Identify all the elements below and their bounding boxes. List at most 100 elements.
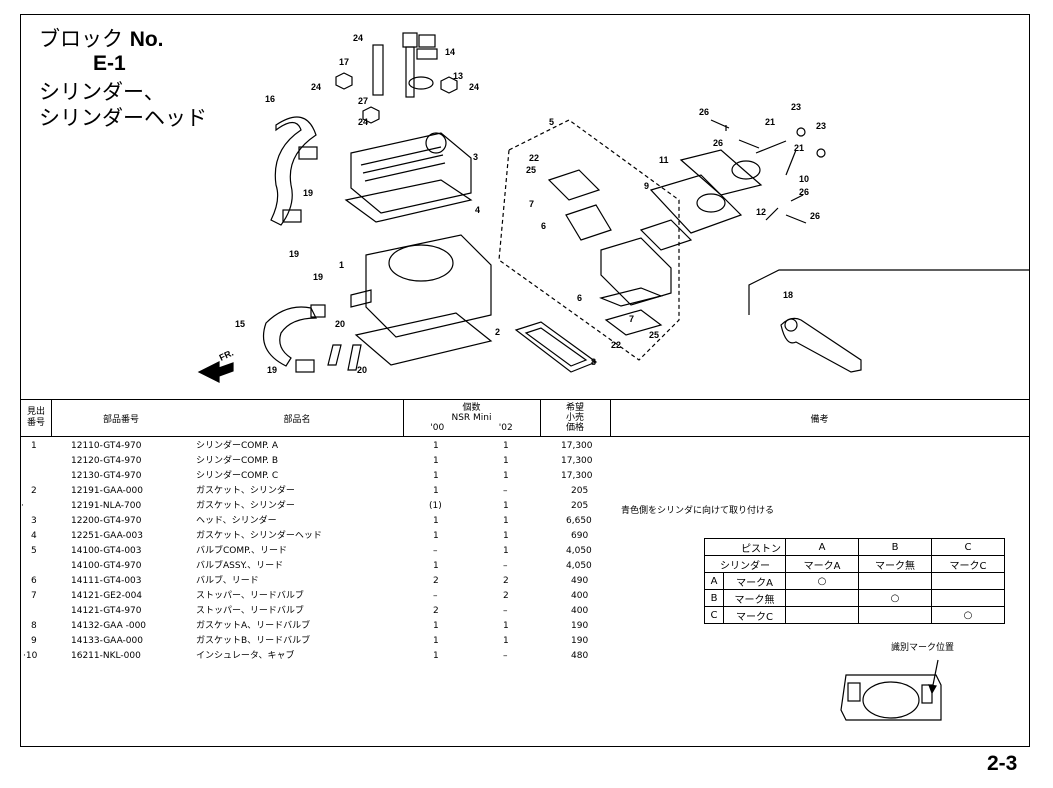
callout-6: 6 bbox=[577, 293, 582, 303]
table-row: 9 14133-GAA-000 ガスケットB、リードバルブ 1 1 190 bbox=[21, 634, 611, 649]
header-remarks: 備考 bbox=[810, 414, 829, 425]
callout-24: 24 bbox=[469, 82, 479, 92]
row-part-no: 14133-GAA-000 bbox=[71, 636, 143, 646]
row-price: 490 bbox=[571, 576, 589, 586]
catalog-frame: ブロック No. E-1 シリンダー、 シリンダーヘッド bbox=[20, 14, 1030, 747]
row-part-no: 14100-GT4-003 bbox=[71, 546, 142, 556]
row-qty-a: 1 bbox=[433, 456, 439, 466]
stud-bolt-icon bbox=[347, 344, 362, 371]
header-qty-label: 個数 bbox=[462, 403, 481, 413]
row-qty-b: 1 bbox=[503, 636, 509, 646]
spark-plug-icon bbox=[372, 44, 384, 96]
table-row: ·10 16211-NKL-000 インシュレータ、キャブ 1 – 480 bbox=[21, 649, 611, 664]
row-qty-a: 2 bbox=[433, 576, 439, 586]
callout-7: 7 bbox=[629, 314, 634, 324]
row-qty-b: 1 bbox=[503, 621, 509, 631]
callout-24: 24 bbox=[311, 82, 321, 92]
insulator-icon bbox=[649, 174, 743, 234]
row-part-no: 12200-GT4-970 bbox=[71, 516, 142, 526]
callout-22: 22 bbox=[611, 340, 621, 350]
row-price: 6,650 bbox=[566, 516, 592, 526]
cylinder-gasket-icon bbox=[354, 312, 493, 366]
row-part-no: 14132-GAA -000 bbox=[71, 621, 147, 631]
row-price: 17,300 bbox=[561, 471, 593, 481]
callout-16: 16 bbox=[265, 94, 275, 104]
hose-clamp-icon bbox=[310, 304, 326, 318]
callout-20: 20 bbox=[335, 319, 345, 329]
mark-piston-none: マーク無 bbox=[858, 555, 932, 573]
row-qty-a: 1 bbox=[433, 651, 439, 661]
row-price: 205 bbox=[571, 486, 589, 496]
mark-empty bbox=[785, 606, 859, 624]
mark-piston-a: マークA bbox=[785, 555, 859, 573]
row-part-name: ガスケット、シリンダー bbox=[196, 501, 295, 511]
row-ref: · bbox=[21, 501, 24, 511]
callout-22: 22 bbox=[529, 153, 539, 163]
row-part-no: 14121-GE2-004 bbox=[71, 591, 143, 601]
table-row: 8 14132-GAA -000 ガスケットA、リードバルブ 1 1 190 bbox=[21, 619, 611, 634]
row-qty-b: 1 bbox=[503, 456, 509, 466]
mark-row-b-label: マーク無 bbox=[723, 589, 786, 607]
row-qty-b: 1 bbox=[503, 516, 509, 526]
callout-26: 26 bbox=[713, 138, 723, 148]
row-qty-a: (1) bbox=[429, 501, 442, 511]
callout-23: 23 bbox=[816, 121, 826, 131]
row-part-no: 16211-NKL-000 bbox=[71, 651, 141, 661]
row-part-no: 12191-GAA-000 bbox=[71, 486, 143, 496]
row-part-no: 14121-GT4-970 bbox=[71, 606, 142, 616]
header-part-name: 部品名 bbox=[283, 414, 311, 425]
row-part-name: シリンダーCOMP. B bbox=[196, 456, 279, 466]
front-direction-label: FR. bbox=[218, 348, 235, 363]
callout-19: 19 bbox=[303, 188, 313, 198]
reed-stopper-icon bbox=[604, 309, 663, 336]
mark-empty bbox=[931, 572, 1005, 590]
callout-12: 12 bbox=[756, 207, 766, 217]
nut-icon bbox=[816, 148, 826, 158]
mark-row-c-label: マークC bbox=[723, 606, 786, 624]
reed-valve-body-icon bbox=[600, 237, 672, 306]
table-row: 14121-GT4-970 ストッパー、リードバルブ 2 – 400 bbox=[21, 604, 611, 619]
block-label: ブロック bbox=[39, 27, 123, 51]
exploded-diagram: ブロック No. E-1 シリンダー、 シリンダーヘッド bbox=[21, 15, 1029, 399]
block-subtitle: シリンダー、 シリンダーヘッド bbox=[39, 79, 207, 131]
row-part-name: シリンダーCOMP. A bbox=[196, 441, 279, 451]
callout-26: 26 bbox=[799, 187, 809, 197]
row-part-name: インシュレータ、キャブ bbox=[196, 651, 295, 661]
callout-25: 25 bbox=[526, 165, 536, 175]
table-row: 7 14121-GE2-004 ストッパー、リードバルブ – 2 400 bbox=[21, 589, 611, 604]
page-number: 2-3 bbox=[987, 752, 1018, 775]
row-part-name: ガスケット、シリンダーヘッド bbox=[196, 531, 322, 541]
row-ref: ·10 bbox=[23, 651, 38, 661]
mark-empty bbox=[858, 572, 932, 590]
row-part-name: ストッパー、リードバルブ bbox=[196, 606, 304, 616]
callout-1: 1 bbox=[339, 260, 344, 270]
mark-empty bbox=[785, 589, 859, 607]
mark-row-a-label: マークA bbox=[723, 572, 786, 590]
header-year-b: '02 bbox=[498, 423, 513, 433]
callout-11: 11 bbox=[659, 155, 669, 165]
row-qty-b: 2 bbox=[503, 591, 509, 601]
temp-fitting-icon bbox=[418, 34, 436, 48]
row-price: 400 bbox=[571, 591, 589, 601]
hose-clamp-icon bbox=[295, 359, 315, 373]
front-arrow-icon bbox=[197, 361, 234, 383]
block-title: ブロック No. bbox=[39, 27, 164, 52]
callout-17: 17 bbox=[339, 57, 349, 67]
row-qty-a: 1 bbox=[433, 471, 439, 481]
row-ref: 8 bbox=[31, 621, 37, 631]
callout-24: 24 bbox=[358, 117, 368, 127]
mark-piston-c: マークC bbox=[931, 555, 1005, 573]
row-price: 190 bbox=[571, 621, 589, 631]
row-part-no: 12110-GT4-970 bbox=[71, 441, 142, 451]
row-qty-a: 1 bbox=[433, 531, 439, 541]
row-qty-a: – bbox=[433, 591, 438, 601]
block-title-line2: シリンダーヘッド bbox=[39, 106, 207, 130]
table-row: 6 14111-GT4-003 バルブ、リード 2 2 490 bbox=[21, 574, 611, 589]
callout-21: 21 bbox=[765, 117, 775, 127]
row-part-no: 12120-GT4-970 bbox=[71, 456, 142, 466]
row-price: 4,050 bbox=[566, 546, 592, 556]
block-title-line1: シリンダー、 bbox=[39, 80, 165, 104]
row-qty-a: 1 bbox=[433, 441, 439, 451]
callout-8: 8 bbox=[591, 357, 596, 367]
callout-9: 9 bbox=[644, 181, 649, 191]
